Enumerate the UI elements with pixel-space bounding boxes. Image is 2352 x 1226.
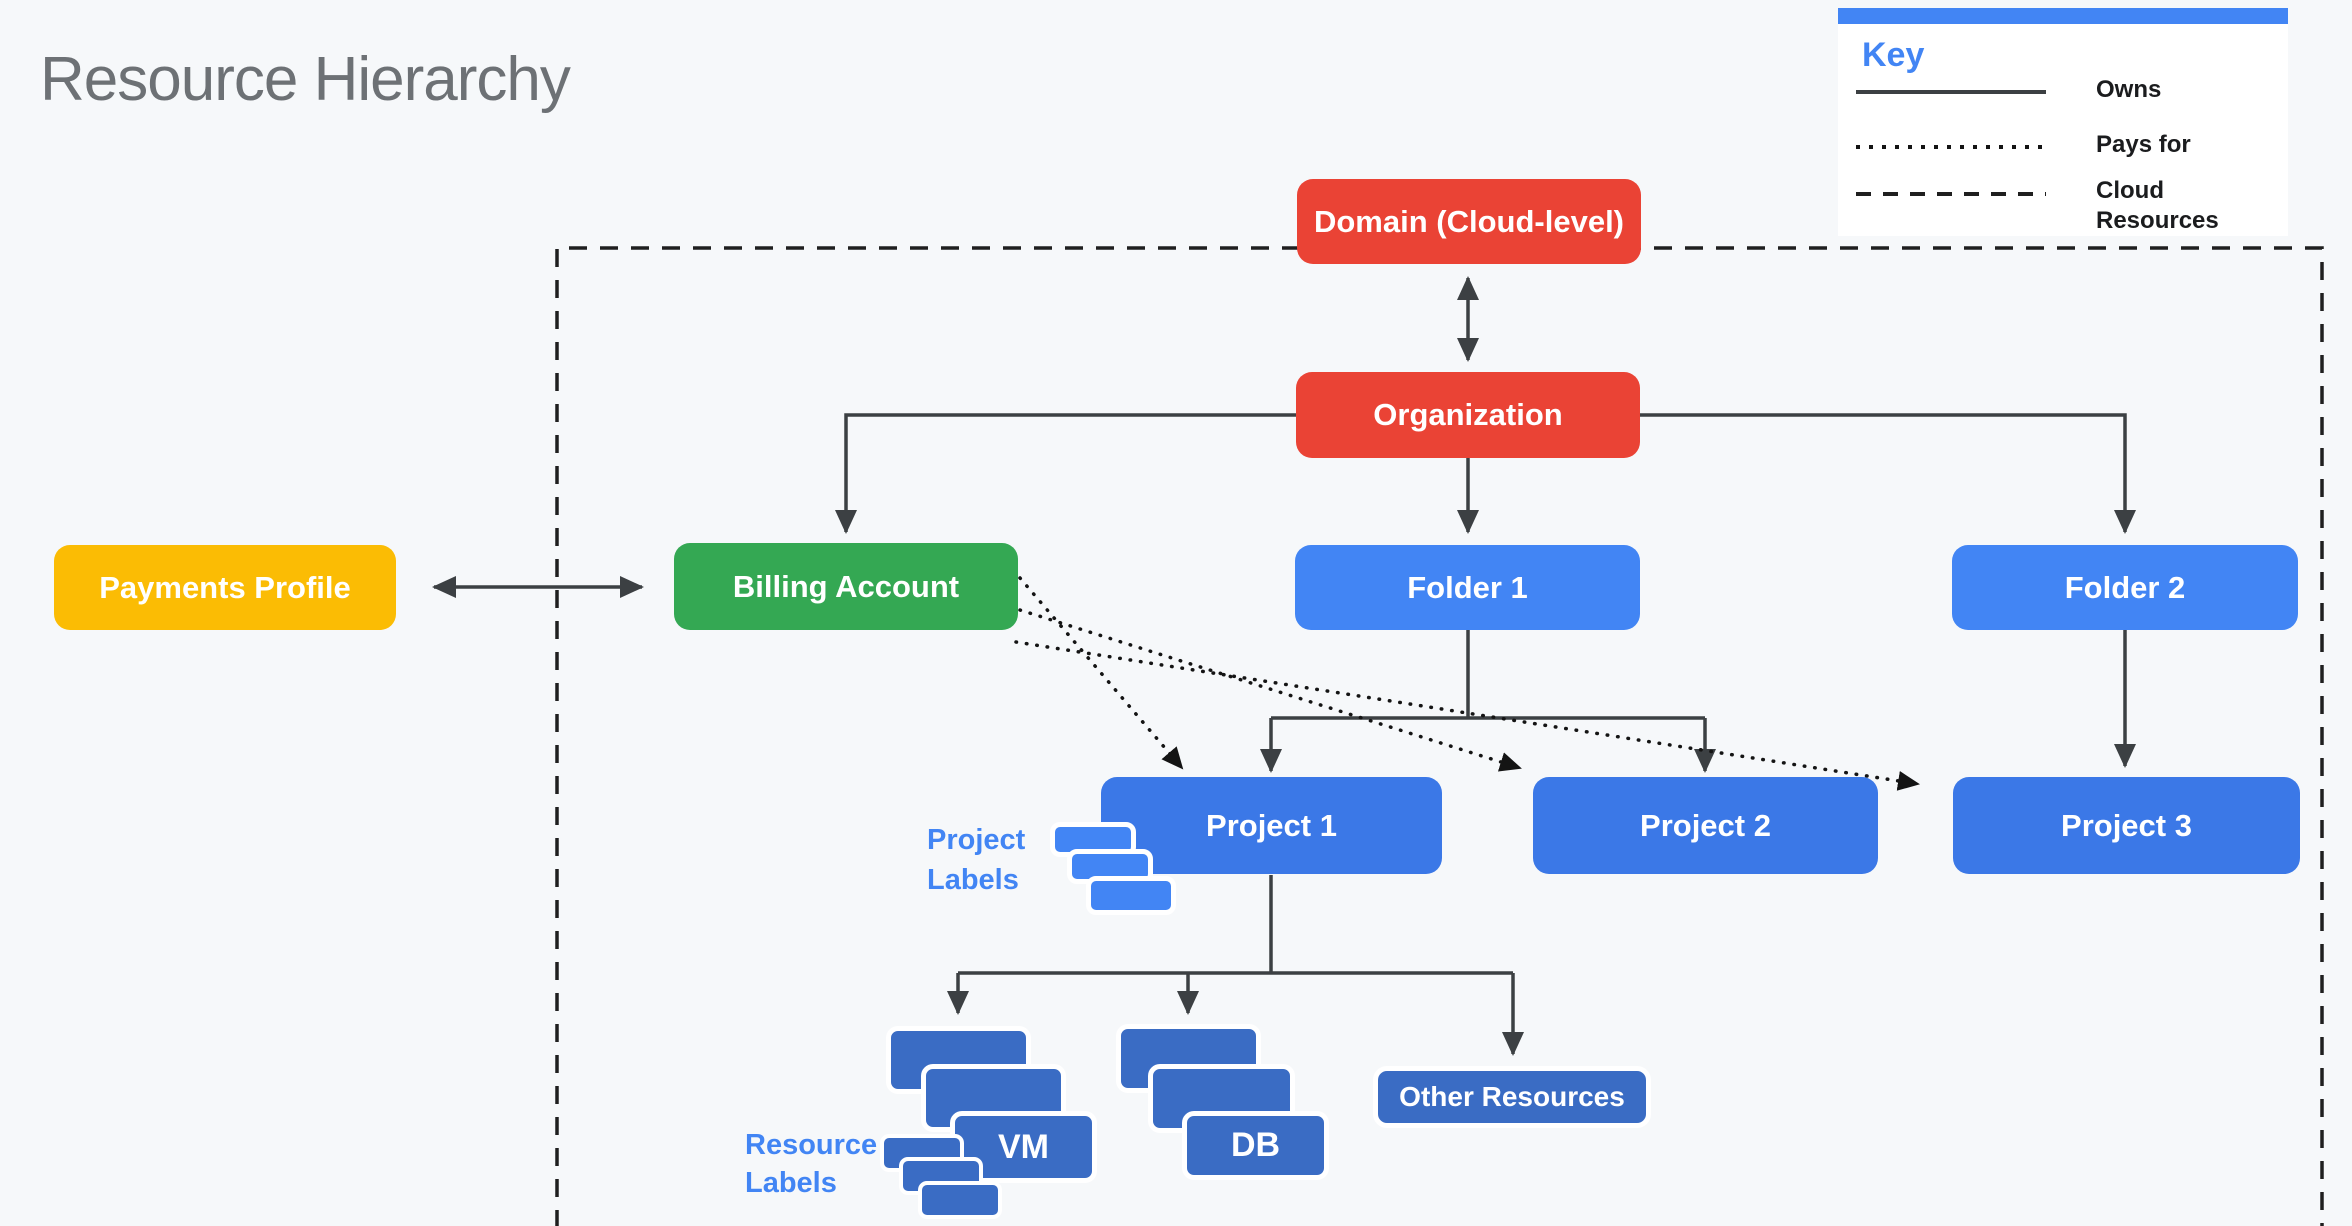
project1-node: Project 1	[1101, 777, 1442, 874]
project2-label: Project 2	[1640, 807, 1771, 843]
legend-accent-bar	[1838, 8, 2288, 24]
db-label: DB	[1230, 1126, 1281, 1164]
legend-owns-label: Owns	[2096, 76, 2162, 103]
legend-solid-line-sample	[1856, 90, 2046, 94]
legend-panel: Key Owns Pays for Cloud Resources	[1838, 8, 2288, 236]
organization-node: Organization	[1296, 372, 1640, 458]
project2-node: Project 2	[1533, 777, 1878, 874]
folder1-label: Folder 1	[1407, 569, 1528, 605]
resource-labels-annotation: Resource Labels	[745, 1129, 878, 1199]
folder2-label: Folder 2	[2064, 569, 2186, 605]
legend-cloud-resources-label: Cloud Resources	[2096, 177, 2219, 234]
vm-label: VM	[998, 1127, 1049, 1166]
payments-profile-label: Payments Profile	[99, 569, 351, 605]
project1-label: Project 1	[1206, 807, 1337, 843]
legend-dotted-line-sample	[1856, 145, 2046, 149]
project-labels-annotation: Project Labels	[927, 824, 1026, 896]
project3-node: Project 3	[1953, 777, 2300, 874]
other-resources-label: Other Resources	[1399, 1081, 1625, 1112]
billing-account-node: Billing Account	[674, 543, 1018, 630]
project-label-card-icon	[1086, 876, 1176, 915]
resource-label-card-icon	[918, 1181, 1002, 1219]
page-title: Resource Hierarchy	[40, 45, 571, 114]
other-resources-node: Other Resources	[1373, 1066, 1651, 1128]
folder1-node: Folder 1	[1295, 545, 1640, 630]
project3-label: Project 3	[2061, 807, 2192, 843]
payments-profile-node: Payments Profile	[54, 545, 396, 630]
legend-pays-for-label: Pays for	[2096, 131, 2191, 158]
legend-title: Key	[1862, 36, 1925, 74]
folder2-node: Folder 2	[1952, 545, 2298, 630]
db-node: DB	[1182, 1111, 1329, 1180]
domain-node: Domain (Cloud-level)	[1297, 179, 1641, 264]
organization-label: Organization	[1373, 397, 1563, 432]
domain-label: Domain (Cloud-level)	[1313, 203, 1624, 239]
legend-dashed-line-sample	[1856, 192, 2046, 196]
billing-account-label: Billing Account	[732, 568, 960, 604]
